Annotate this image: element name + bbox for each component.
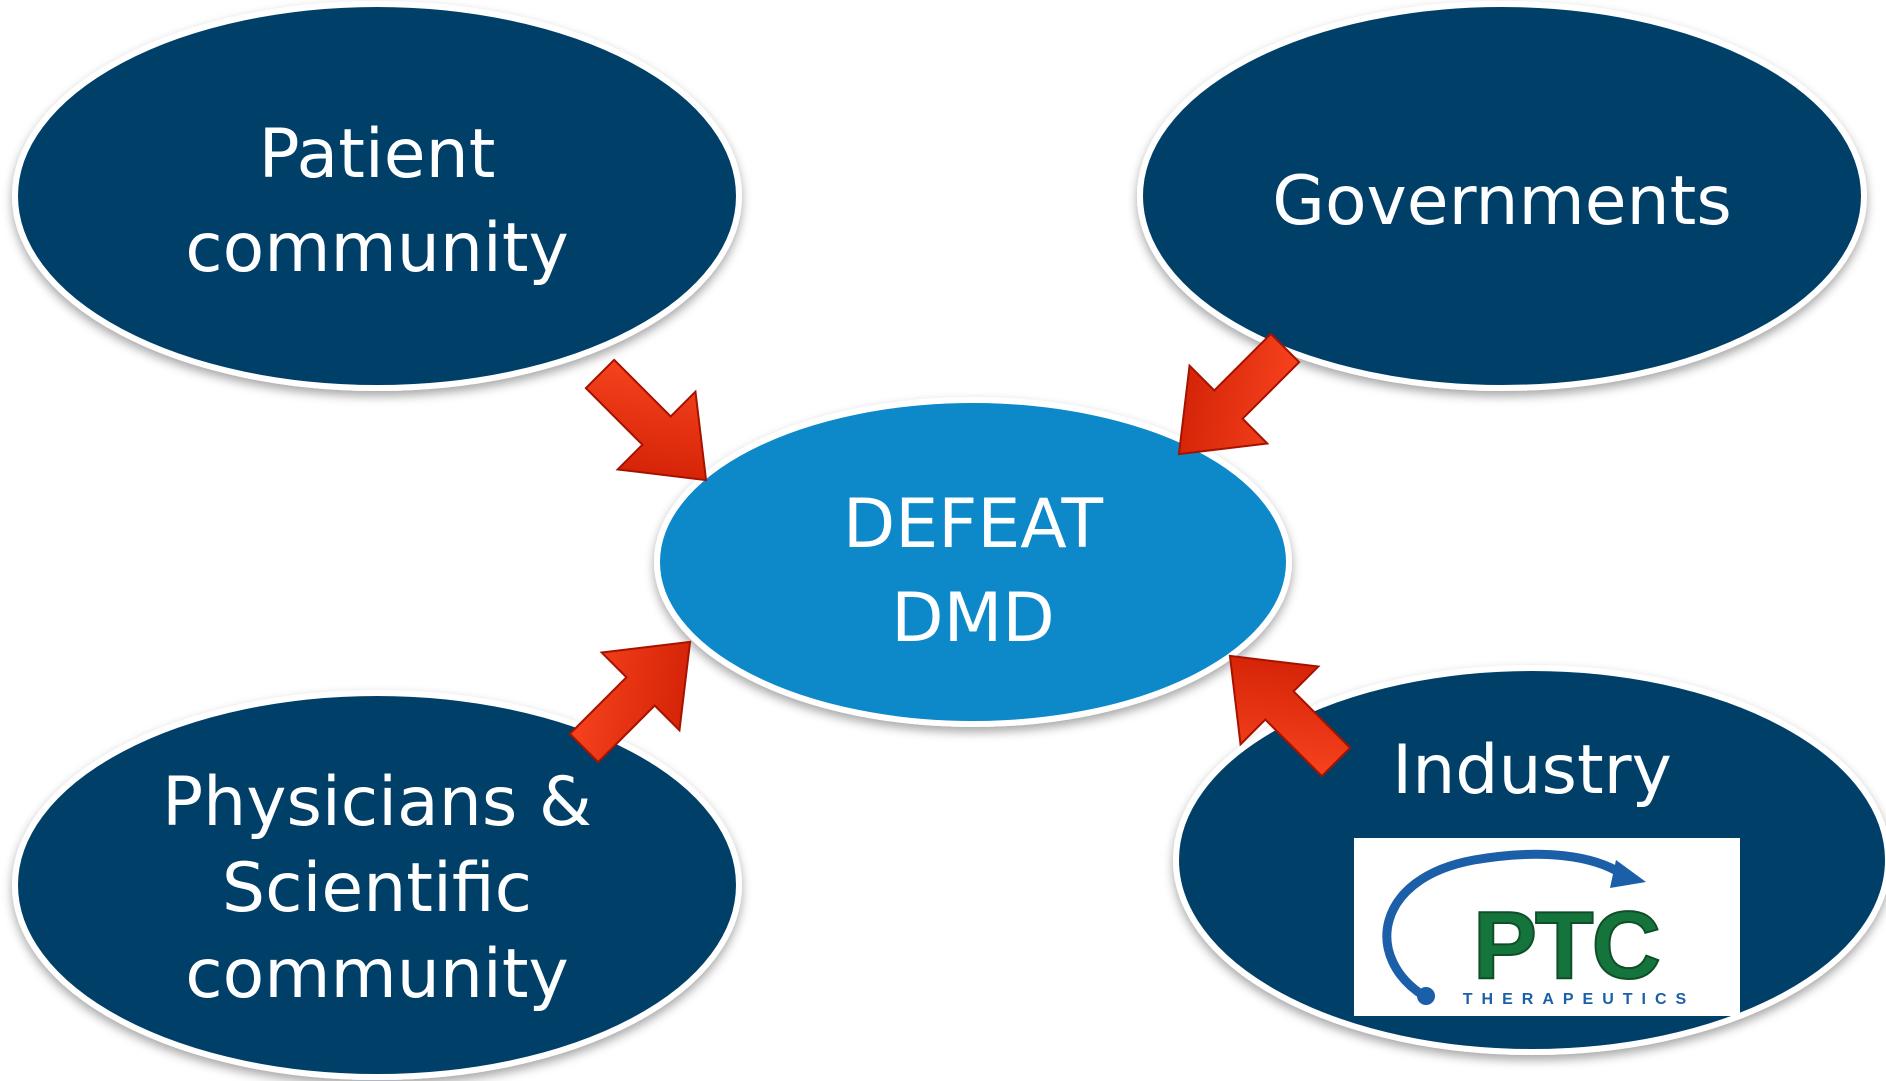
node-patient-label: Patient community [77,108,677,296]
node-patient-ellipse [12,1,742,391]
node-industry-line1: Industry [1392,731,1672,810]
logo-dot-icon [1417,987,1435,1005]
ptc-therapeutics-logo: PTC THERAPEUTICS [1354,838,1740,1016]
node-governments-ellipse [1137,1,1867,391]
node-physicians-line1: Physicians & [162,763,592,842]
node-physicians-line3: community [185,935,569,1014]
node-physicians-line2: Scientific [221,849,533,928]
node-patient-line2: community [185,209,569,288]
node-governments-line1: Governments [1272,162,1732,241]
center-ellipse [654,397,1292,727]
node-patient-line1: Patient [258,115,496,194]
logo-wordmark: PTC [1473,892,1659,999]
arrow-from-governments [1177,332,1301,456]
node-physicians-label: Physicians & Scientific community [77,760,677,1018]
center-label: DEFEAT DMD [673,478,1273,666]
arrow-from-industry [1228,654,1352,778]
logo-subtitle: THERAPEUTICS [1463,991,1695,1008]
node-industry-label: Industry [1232,724,1832,818]
center-line2: DMD [891,579,1055,658]
logo-swoosh-icon [1382,849,1627,1001]
node-governments-label: Governments [1202,155,1802,249]
center-line1: DEFEAT [842,485,1104,564]
logo-arrowhead-icon [1610,860,1646,888]
arrow-from-patient [584,358,708,482]
arrow-from-physicians [568,640,692,764]
node-physicians-ellipse [12,690,742,1080]
